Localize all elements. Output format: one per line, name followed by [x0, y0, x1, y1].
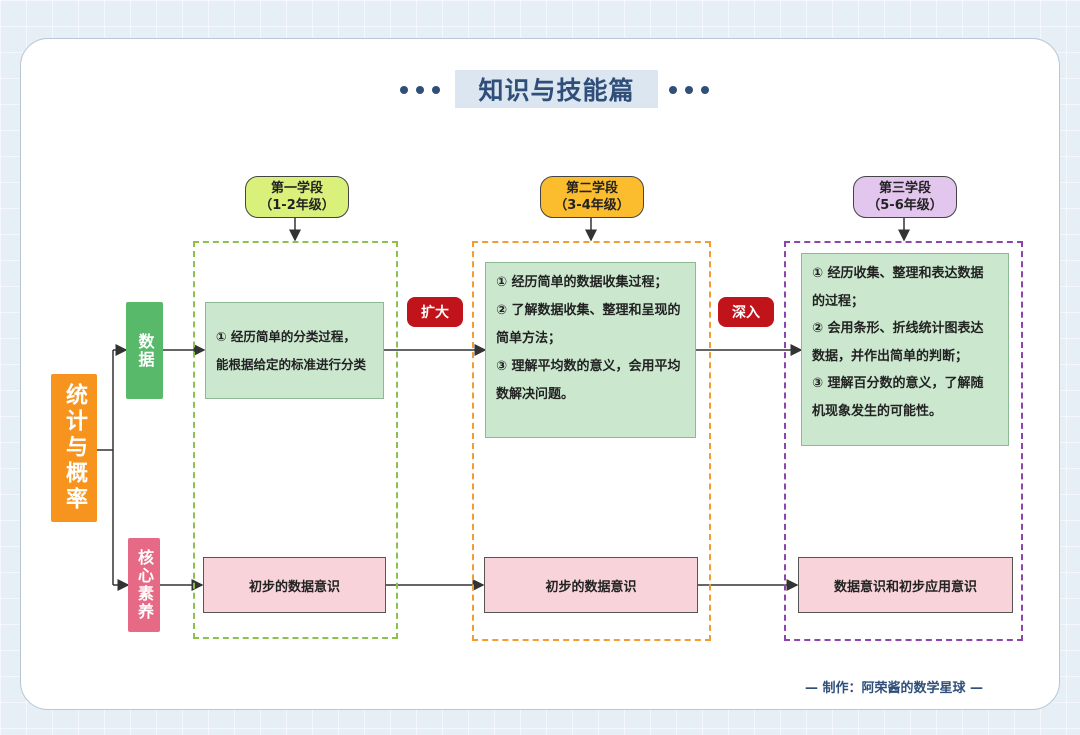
- stage-3-name: 第三学段: [878, 181, 931, 196]
- stage-3-frame: [784, 241, 1023, 641]
- stage-3-header: 第三学段 （5-6年级）: [853, 176, 957, 218]
- core-box-stage-3: 数据意识和初步应用意识: [798, 557, 1013, 613]
- page-title: 知识与技能篇: [455, 70, 658, 108]
- data-box-stage-3: ① 经历收集、整理和表达数据 的过程； ② 会用条形、折线统计图表达 数据，并作…: [801, 253, 1009, 446]
- footer-credit: — 制作：阿荣酱的数学星球 —: [805, 681, 984, 696]
- data-box-1-line-2: 能根据给定的标准进行分类: [216, 356, 367, 372]
- data-box-2-line-3: 简单方法；: [496, 331, 562, 346]
- stage-1-grades: （1-2年级）: [259, 198, 335, 213]
- stage-2-frame: [472, 241, 711, 641]
- stage-3-grades: （5-6年级）: [867, 198, 943, 213]
- data-box-stage-1: ① 经历简单的分类过程， 能根据给定的标准进行分类: [205, 302, 384, 399]
- data-box-3-line-3: ② 会用条形、折线统计图表达: [812, 321, 984, 336]
- data-box-2-line-1: ① 经历简单的数据收集过程；: [496, 275, 668, 290]
- branch-core: 核心素养: [128, 538, 160, 632]
- title-dots-right: [669, 86, 709, 94]
- core-box-stage-1: 初步的数据意识: [203, 557, 386, 613]
- data-box-3-line-1: ① 经历收集、整理和表达数据: [812, 266, 984, 281]
- title-row: 知识与技能篇: [0, 70, 1080, 110]
- data-box-1-line-1: ① 经历简单的分类过程，: [216, 328, 356, 344]
- data-box-2-line-2: ② 了解数据收集、整理和呈现的: [496, 303, 681, 318]
- stage-2-header: 第二学段 （3-4年级）: [540, 176, 644, 218]
- data-box-2-line-4: ③ 理解平均数的意义，会用平均: [496, 359, 681, 374]
- title-dots-left: [400, 86, 440, 94]
- transition-deepen-tag: 深入: [718, 297, 774, 327]
- stage-1-name: 第一学段: [270, 181, 323, 196]
- data-box-3-line-2: 的过程；: [812, 293, 865, 309]
- stage-1-frame: [193, 241, 398, 639]
- transition-expand-tag: 扩大: [407, 297, 463, 327]
- data-box-3-line-5: ③ 理解百分数的意义，了解随: [812, 376, 984, 391]
- stage-1-header: 第一学段 （1-2年级）: [245, 176, 349, 218]
- core-box-stage-2: 初步的数据意识: [484, 557, 698, 613]
- data-box-stage-2: ① 经历简单的数据收集过程； ② 了解数据收集、整理和呈现的 简单方法； ③ 理…: [485, 262, 696, 438]
- data-box-3-line-4: 数据，并作出简单的判断；: [812, 348, 969, 364]
- stage-2-name: 第二学段: [565, 181, 618, 196]
- branch-data: 数据: [126, 302, 163, 399]
- stage-2-grades: （3-4年级）: [554, 198, 630, 213]
- data-box-3-line-6: 机现象发生的可能性。: [812, 403, 943, 419]
- data-box-2-line-5: 数解决问题。: [496, 387, 575, 402]
- root-node: 统计与概率: [51, 374, 97, 522]
